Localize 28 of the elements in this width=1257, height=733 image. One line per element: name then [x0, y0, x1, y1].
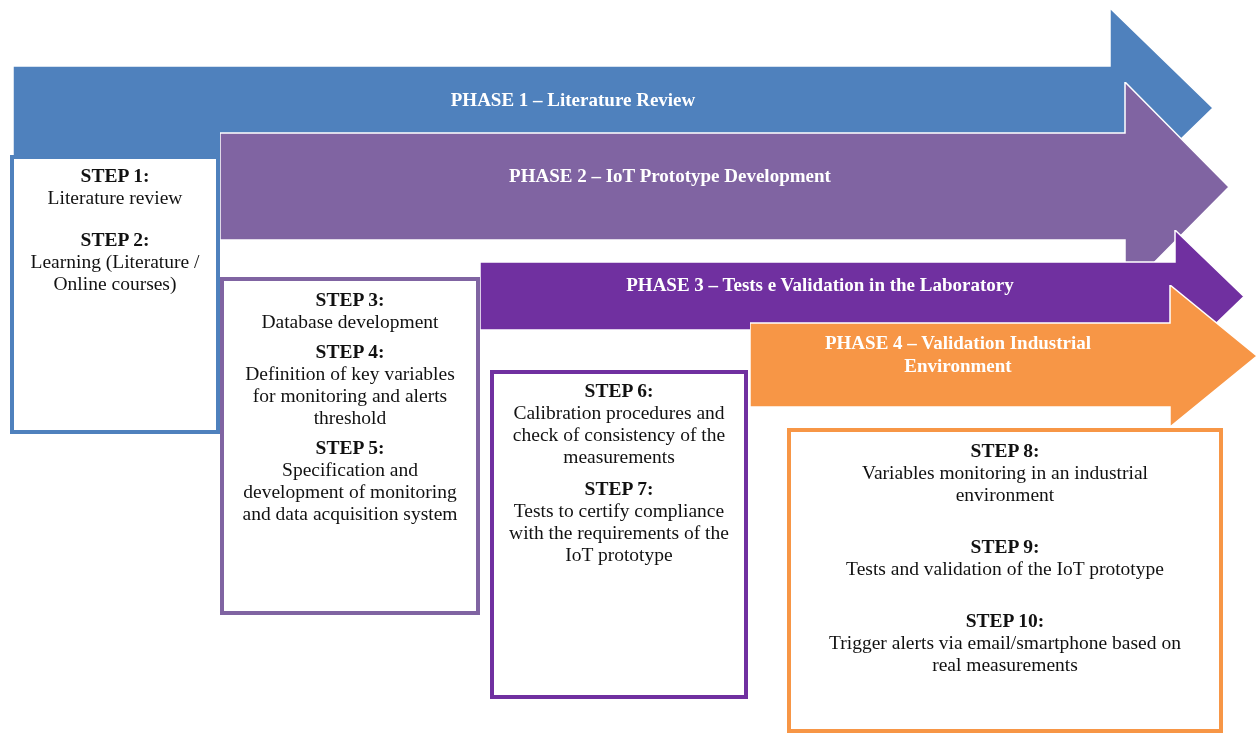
step-description: Trigger alerts via email/smartphone based on real measurements: [828, 632, 1182, 676]
step-description: Tests to certify compliance with the requirements of the IoT prototype: [508, 500, 730, 566]
step-heading: STEP 1:: [80, 165, 150, 187]
step-box: [490, 370, 748, 699]
step-description: Literature review: [47, 187, 183, 209]
step-heading: STEP 4:: [315, 341, 385, 363]
step-description: Database development: [261, 311, 439, 333]
step-description: Variables monitoring in an industrial environment: [861, 462, 1149, 506]
step-description: Tests and validation of the IoT prototype: [846, 558, 1164, 580]
step-heading: STEP 10:: [965, 610, 1045, 632]
step-heading: STEP 7:: [584, 478, 654, 500]
step-box: [220, 277, 480, 615]
step-description: Specification and development of monitoring and data acquisition system: [241, 459, 459, 525]
phase-title: PHASE 2 – IoT Prototype Development: [508, 164, 832, 187]
step-heading: STEP 5:: [315, 437, 385, 459]
step-description: Learning (Literature / Online courses): [30, 251, 200, 295]
phase-title: PHASE 1 – Literature Review: [449, 88, 697, 111]
step-heading: STEP 9:: [970, 536, 1040, 558]
phase-title: PHASE 3 – Tests e Validation in the Laboratory: [625, 273, 1015, 296]
step-box: [787, 428, 1223, 733]
step-description: Definition of key variables for monitoring and alerts threshold: [244, 363, 456, 429]
step-box: [10, 155, 220, 434]
phase-title: PHASE 4 – Validation Industrial Environment: [823, 331, 1093, 377]
step-description: Calibration procedures and check of consistency of the measurements: [511, 402, 727, 468]
step-heading: STEP 2:: [80, 229, 150, 251]
step-heading: STEP 6:: [584, 380, 654, 402]
step-heading: STEP 3:: [315, 289, 385, 311]
step-heading: STEP 8:: [970, 440, 1040, 462]
